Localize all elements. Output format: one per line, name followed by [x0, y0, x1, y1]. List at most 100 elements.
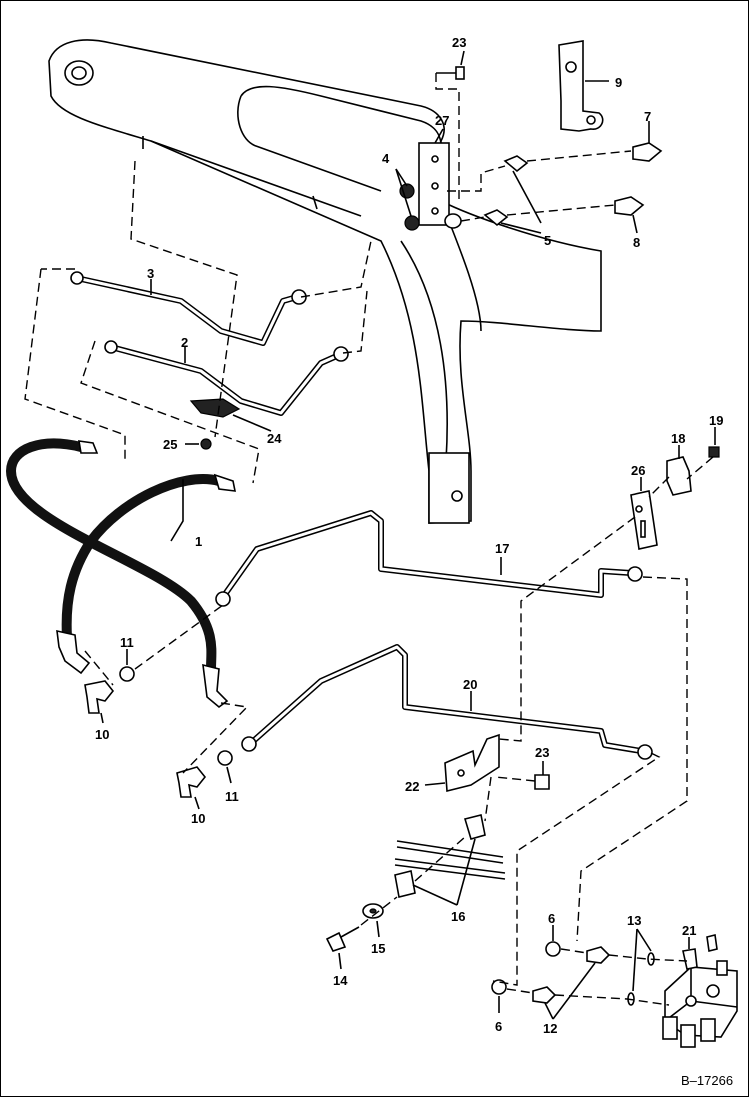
dash-20-valve [492, 752, 661, 986]
dash-5a [447, 165, 506, 192]
callout-15: 15 [371, 941, 385, 956]
spacer-lower [394, 870, 416, 898]
tube-3 [70, 271, 307, 346]
bracket-26-plate [630, 490, 658, 550]
control-valve [662, 960, 738, 1048]
callout-5: 5 [544, 233, 551, 248]
dash-19-18 [686, 456, 714, 480]
fitting-7 [632, 121, 663, 162]
leader-bolt-23 [435, 73, 460, 201]
washer-15 [362, 903, 384, 938]
callout-23-lower: 23 [535, 745, 549, 760]
boom-outline [48, 39, 602, 524]
callout-25: 25 [163, 437, 177, 452]
nut-11-lower [217, 750, 233, 784]
leader-12a [552, 962, 596, 1020]
leader-14 [338, 952, 342, 970]
nut-6b [491, 979, 507, 995]
callout-23-top: 23 [452, 35, 466, 50]
tube-3-outer [78, 276, 300, 346]
bracket-hole-top [431, 155, 439, 163]
callout-11-lower: 11 [225, 789, 239, 804]
washer-15-bore [369, 908, 377, 914]
bolt-19 [708, 427, 720, 458]
drawing-reference: B–17266 [681, 1073, 733, 1088]
clamp-rods [394, 840, 506, 880]
tube-3-nut-right [291, 289, 307, 305]
nut-25-body [200, 438, 212, 450]
leader-13a [636, 928, 652, 952]
fitting-21-tab [706, 934, 718, 952]
callout-4: 4 [382, 151, 390, 166]
dash-14-16 [360, 896, 398, 926]
boom-pin-2 [312, 195, 318, 210]
valve-top-port [716, 960, 728, 976]
bracket-hole-low [431, 207, 439, 215]
callout-1: 1 [195, 534, 202, 549]
fitting-12-upper [586, 946, 611, 964]
dash-26-22 [498, 516, 636, 742]
clamp-24 [189, 398, 272, 432]
callout-9: 9 [615, 75, 622, 90]
hoses-1 [5, 438, 237, 709]
dash-11-17 [134, 604, 224, 670]
valve-edge-2 [690, 1000, 738, 1008]
nut-25 [185, 438, 212, 450]
boom-mount-hole [451, 490, 463, 502]
tube-20-inner [249, 645, 643, 753]
nut-11b [217, 750, 233, 766]
leader-5a [512, 170, 542, 224]
bolt-23-top [436, 66, 465, 80]
dash-12-valve-a [608, 954, 688, 962]
hose-b-fitting [56, 629, 91, 675]
fitting-8 [614, 196, 645, 234]
callout-2: 2 [181, 335, 188, 350]
leader-22 [424, 782, 446, 786]
leader-4a [395, 168, 408, 187]
elbow-body-2 [176, 766, 207, 798]
hose-a-fitting [202, 663, 229, 709]
boom-panel-edge [237, 95, 382, 192]
callout-3: 3 [147, 266, 154, 281]
dash-8 [506, 204, 616, 216]
valve-boss [706, 984, 720, 998]
callout-13: 13 [627, 913, 641, 928]
bolt-19-head [708, 446, 720, 458]
leader-8 [632, 214, 638, 234]
elbow-body [84, 680, 115, 714]
dash-6b-12 [506, 988, 534, 994]
bracket-22 [424, 733, 500, 793]
leader-23a [460, 50, 465, 66]
leader-11b [226, 766, 232, 784]
tube-17 [215, 510, 643, 607]
bracket-18-body [666, 456, 692, 496]
dash-23b [494, 776, 536, 782]
bracket-26-slot [640, 520, 646, 538]
nut-6a [545, 941, 561, 957]
boom-inner-edge [400, 240, 448, 462]
bolt-14-head [325, 931, 347, 952]
callout-11-upper: 11 [120, 635, 134, 650]
tube-17-nut-right [627, 566, 643, 582]
dash-16-16 [414, 836, 466, 882]
dash-12-valve-b [554, 994, 670, 1006]
leader-15 [376, 920, 380, 938]
dash-hose-a-10 [182, 702, 249, 774]
bracket-grommet [444, 213, 462, 229]
callout-16: 16 [451, 909, 465, 924]
bracket-hole-mid [431, 182, 439, 190]
bracket-9-body [558, 40, 604, 132]
tube-17-outer [220, 510, 634, 600]
callout-6-upper: 6 [548, 911, 555, 926]
boom-arm [48, 39, 602, 524]
leader-4b [395, 168, 412, 217]
dash-18-26 [648, 476, 670, 498]
valve-port-3 [700, 1018, 716, 1042]
tube-20-nut-right [637, 744, 653, 760]
leader-1 [170, 479, 184, 542]
o-rings-13 [627, 928, 655, 1006]
leader-12b [544, 1002, 554, 1020]
hose-a-end [78, 440, 99, 454]
dash-3-to-boom [300, 240, 372, 298]
bolt-23b-head [534, 774, 550, 790]
